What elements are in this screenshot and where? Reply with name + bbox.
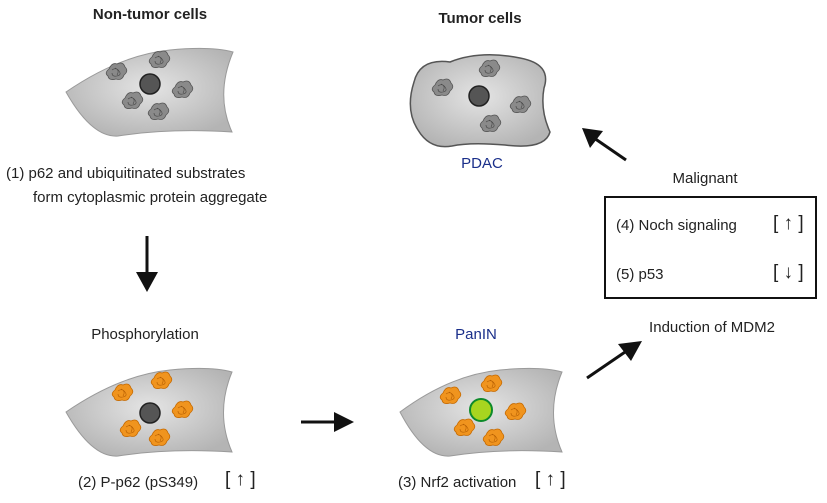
pdac-label: PDAC bbox=[461, 155, 503, 172]
panin-cell bbox=[399, 367, 563, 457]
arrow-down bbox=[136, 236, 158, 292]
phosphorylated-cell bbox=[65, 367, 233, 457]
step4-indicator-up: [ ↑ ] bbox=[773, 213, 804, 234]
step5-indicator-down: [ ↓ ] bbox=[773, 262, 804, 283]
malignant-label: Malignant bbox=[672, 170, 738, 187]
non-tumor-title: Non-tumor cells bbox=[92, 6, 208, 23]
tumor-title: Tumor cells bbox=[438, 10, 522, 27]
step4-label: (4) Noch signaling bbox=[616, 217, 737, 234]
arrow-up-right bbox=[586, 341, 642, 380]
tumor-cell bbox=[409, 54, 551, 148]
phosphorylation-label: Phosphorylation bbox=[91, 326, 199, 343]
step3-label: (3) Nrf2 activation bbox=[398, 474, 517, 491]
step1-line1: (1) p62 and ubiquitinated substrates bbox=[6, 165, 246, 182]
arrow-right bbox=[301, 412, 354, 432]
step1-line2: form cytoplasmic protein aggregate bbox=[33, 189, 268, 206]
malignant-box bbox=[604, 196, 817, 299]
mdm2-label: Induction of MDM2 bbox=[649, 319, 775, 336]
step2-label: (2) P-p62 (pS349) bbox=[78, 474, 199, 491]
step5-label: (5) p53 bbox=[616, 266, 664, 283]
panin-label: PanIN bbox=[455, 326, 497, 343]
step3-indicator-up: [ ↑ ] bbox=[535, 469, 566, 490]
step2-indicator-up: [ ↑ ] bbox=[225, 469, 256, 490]
arrow-up-left bbox=[582, 128, 627, 162]
non-tumor-cell bbox=[65, 47, 234, 137]
